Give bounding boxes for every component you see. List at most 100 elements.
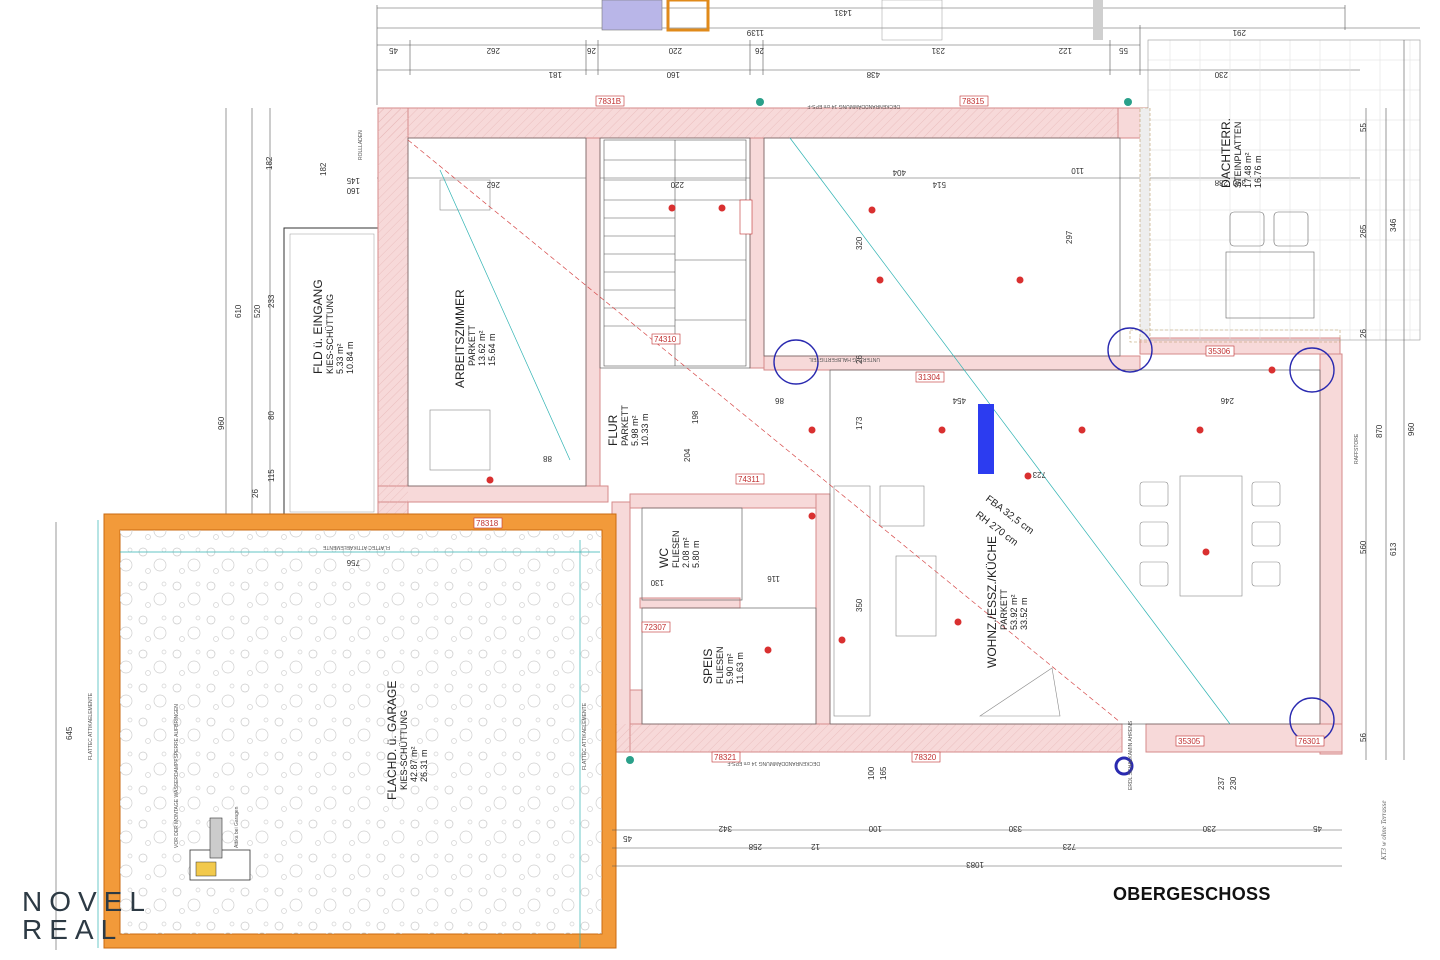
- column-markers: [773, 327, 1335, 776]
- svg-text:116: 116: [767, 574, 780, 583]
- svg-text:230: 230: [1229, 776, 1238, 790]
- interior-lines: [407, 137, 1321, 725]
- svg-text:173: 173: [855, 416, 864, 430]
- svg-text:160: 160: [346, 186, 360, 195]
- svg-text:346: 346: [1389, 218, 1398, 232]
- svg-text:231: 231: [931, 46, 945, 55]
- svg-text:645: 645: [65, 726, 74, 740]
- dim-top-right: 291: [1232, 28, 1246, 37]
- svg-text:5.90 m²: 5.90 m²: [725, 653, 735, 684]
- svg-text:960: 960: [217, 416, 226, 430]
- right-dimension-chains: [1365, 40, 1405, 760]
- svg-text:454: 454: [952, 396, 966, 405]
- socket-markers: [486, 204, 1276, 654]
- section-lines: [407, 137, 1231, 725]
- label-attika-top: FLATTEC ATTIKAELEMENTE: [322, 544, 390, 550]
- staircase: [603, 139, 747, 367]
- blue-duct: [978, 404, 994, 474]
- svg-text:404: 404: [892, 168, 906, 177]
- svg-text:438: 438: [866, 70, 880, 79]
- marker-teal-3: [626, 756, 634, 764]
- svg-text:181: 181: [548, 70, 562, 79]
- svg-text:FLIESEN: FLIESEN: [671, 530, 681, 568]
- room-garage: [97, 513, 617, 949]
- room-label-garage: FLACHD. ü. GARAGE KIES-SCHÜTTUNG 42.87 m…: [385, 681, 429, 800]
- svg-text:258: 258: [748, 842, 762, 851]
- plan-stamp: KT3 w ohne Terrasse: [1380, 800, 1388, 860]
- tag-boxes: 7831B 78315 74310 78318 74311 72307 7832…: [473, 95, 1325, 763]
- svg-text:ARBEITSZIMMER: ARBEITSZIMMER: [453, 289, 467, 388]
- svg-text:26: 26: [755, 46, 764, 55]
- label-rollladen: ROLLLADEN: [358, 130, 364, 160]
- label-attika-garage: Attika bei Garagen: [234, 806, 240, 848]
- room-label-speis: SPEIS FLIESEN 5.90 m² 11.63 m: [701, 646, 745, 684]
- svg-text:45: 45: [623, 834, 632, 843]
- svg-text:26: 26: [251, 489, 260, 498]
- svg-text:KIES-SCHÜTTUNG: KIES-SCHÜTTUNG: [399, 710, 409, 790]
- svg-text:198: 198: [691, 410, 700, 424]
- label-raffstore: RAFFSTORE: [1354, 433, 1360, 464]
- svg-text:FLACHD. ü. GARAGE: FLACHD. ü. GARAGE: [385, 681, 399, 800]
- svg-text:5.98 m²: 5.98 m²: [630, 415, 640, 446]
- svg-text:723: 723: [1032, 470, 1046, 479]
- label-unterzug: UNTERZUG HALBFERTIGTEIL: [809, 356, 880, 362]
- svg-text:WC: WC: [657, 548, 671, 568]
- right-dimension-values: 346 960 613 55 265 26 870 560 56: [1359, 123, 1416, 742]
- svg-text:182: 182: [319, 162, 328, 176]
- svg-text:10.33 m: 10.33 m: [640, 413, 650, 446]
- svg-text:35306: 35306: [1208, 347, 1231, 356]
- svg-text:5.80 m: 5.80 m: [691, 540, 701, 568]
- svg-text:15.64 m: 15.64 m: [487, 333, 497, 366]
- svg-text:520: 520: [253, 304, 262, 318]
- svg-text:2.08 m²: 2.08 m²: [681, 537, 691, 568]
- svg-text:74310: 74310: [654, 335, 677, 344]
- svg-text:KIES-SCHÜTTUNG: KIES-SCHÜTTUNG: [325, 294, 335, 374]
- svg-text:262: 262: [486, 46, 500, 55]
- svg-text:560: 560: [1359, 540, 1368, 554]
- furniture: [429, 179, 1281, 717]
- svg-text:1083: 1083: [966, 860, 984, 869]
- svg-text:26: 26: [855, 355, 864, 364]
- svg-text:FLD ü. EINGANG: FLD ü. EINGANG: [311, 279, 325, 374]
- svg-text:35305: 35305: [1178, 737, 1201, 746]
- label-montage: VOR DER MONTAGE WASSERDAMPFSPERRE AUFBRI…: [174, 704, 180, 848]
- svg-text:237: 237: [1217, 776, 1226, 790]
- label-kamin: ERDL.SCHALKAMIN AHRENS: [1128, 720, 1134, 790]
- svg-text:756: 756: [346, 558, 360, 567]
- svg-text:45: 45: [1313, 824, 1322, 833]
- svg-text:10.84 m: 10.84 m: [345, 341, 355, 374]
- room-label-wohnen: WOHNZ./ESSZ./KÜCHE PARKETT 53.92 m² 33.5…: [985, 536, 1029, 668]
- svg-text:42.87 m²: 42.87 m²: [409, 746, 419, 782]
- logo-line2: REAL: [22, 914, 124, 945]
- svg-text:246: 246: [1220, 396, 1234, 405]
- svg-text:204: 204: [683, 448, 692, 462]
- room-label-wc: WC FLIESEN 2.08 m² 5.80 m: [657, 530, 701, 568]
- svg-text:613: 613: [1389, 542, 1398, 556]
- svg-text:PARKETT: PARKETT: [467, 325, 477, 366]
- svg-text:PARKETT: PARKETT: [999, 589, 1009, 630]
- svg-text:56: 56: [1359, 733, 1368, 742]
- svg-text:78320: 78320: [914, 753, 937, 762]
- plan-title: OBERGESCHOSS: [1113, 884, 1271, 904]
- svg-text:220: 220: [668, 46, 682, 55]
- svg-text:74311: 74311: [738, 475, 760, 484]
- svg-text:870: 870: [1375, 424, 1384, 438]
- marker-teal-1: [756, 98, 764, 106]
- label-attika-right: FLATTEC ATTIKAELEMENTE: [582, 702, 588, 770]
- svg-text:390: 390: [1232, 178, 1246, 187]
- bottom-dimension-chains: [612, 829, 1342, 867]
- svg-text:86: 86: [775, 396, 784, 405]
- svg-text:110: 110: [1071, 166, 1084, 175]
- svg-text:DACHTERR.: DACHTERR.: [1219, 118, 1233, 188]
- svg-text:STEINPLATTEN: STEINPLATTEN: [1233, 122, 1243, 188]
- dim-top-second: 1139: [746, 28, 764, 37]
- svg-text:723: 723: [1062, 842, 1076, 851]
- svg-text:SPEIS: SPEIS: [701, 649, 715, 684]
- svg-text:13.62 m²: 13.62 m²: [477, 330, 487, 366]
- svg-text:26: 26: [587, 46, 596, 55]
- svg-text:FLIESEN: FLIESEN: [715, 646, 725, 684]
- svg-text:33.52 m: 33.52 m: [1019, 597, 1029, 630]
- brand-logo: NOVEL REAL: [22, 888, 152, 944]
- room-label-flur: FLUR PARKETT 5.98 m² 10.33 m: [606, 405, 650, 446]
